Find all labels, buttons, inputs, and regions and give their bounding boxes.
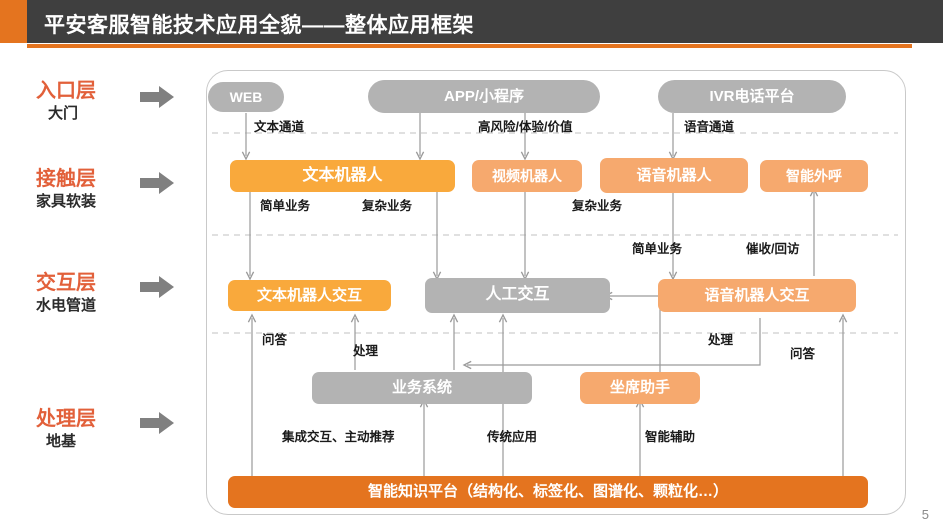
layer-entry-title: 入口层 [36, 80, 96, 102]
node-video-robot[interactable]: 视频机器人 [472, 160, 582, 192]
node-voice-robot[interactable]: 语音机器人 [600, 158, 748, 193]
layer-interaction-sub: 水电管道 [36, 297, 97, 314]
node-knowledge-platform[interactable]: 智能知识平台（结构化、标签化、图谱化、颗粒化…） [228, 476, 868, 508]
label-simple-business-1: 简单业务 [260, 199, 311, 213]
node-ivr-platform-label: IVR电话平台 [709, 87, 795, 105]
node-web[interactable]: WEB [208, 82, 284, 112]
title-bar [0, 0, 943, 43]
label-qa-right: 问答 [790, 347, 816, 361]
node-voice-robot-label: 语音机器人 [636, 166, 712, 184]
node-text-robot-interaction[interactable]: 文本机器人交互 [228, 280, 391, 311]
right-arrow-icon [140, 86, 174, 108]
node-smart-outbound[interactable]: 智能外呼 [760, 160, 868, 192]
node-knowledge-platform-label: 智能知识平台（结构化、标签化、图谱化、颗粒化…） [367, 483, 728, 501]
label-voice-channel: 语音通道 [684, 120, 735, 134]
page-title: 平安客服智能技术应用全貌——整体应用框架 [44, 14, 474, 37]
label-simple-business-2: 简单业务 [632, 242, 683, 256]
node-text-robot[interactable]: 文本机器人 [230, 160, 455, 192]
layer-entry: 入口层 大门 [36, 80, 186, 123]
layer-contact-title: 接触层 [36, 168, 96, 190]
node-ivr-platform[interactable]: IVR电话平台 [658, 80, 846, 113]
framework-panel [206, 70, 906, 515]
label-text-channel: 文本通道 [254, 120, 305, 134]
node-voice-robot-interaction-label: 语音机器人交互 [704, 286, 810, 304]
node-text-robot-interaction-label: 文本机器人交互 [256, 286, 362, 304]
right-arrow-icon [140, 412, 174, 434]
right-arrow-icon [140, 276, 174, 298]
label-qa-left: 问答 [262, 333, 288, 347]
label-traditional: 传统应用 [487, 430, 538, 444]
label-integration: 集成交互、主动推荐 [282, 430, 395, 444]
node-human-interaction-label: 人工交互 [485, 286, 550, 304]
node-agent-assistant-label: 坐席助手 [609, 379, 670, 397]
layer-interaction: 交互层 水电管道 [36, 272, 186, 315]
label-high-risk: 高风险/体验/价值 [478, 120, 573, 134]
node-business-system-label: 业务系统 [391, 379, 452, 397]
node-web-label: WEB [229, 88, 263, 105]
page-number: 5 [921, 507, 929, 522]
node-video-robot-label: 视频机器人 [492, 167, 562, 184]
label-smart-assist: 智能辅助 [645, 430, 696, 444]
layer-entry-sub: 大门 [48, 105, 79, 122]
label-handle-right: 处理 [708, 333, 734, 347]
layer-process-title: 处理层 [36, 408, 96, 430]
layer-process-sub: 地基 [46, 433, 77, 450]
node-agent-assistant[interactable]: 坐席助手 [580, 372, 700, 404]
title-underline [27, 44, 912, 48]
layer-interaction-title: 交互层 [36, 272, 96, 294]
layer-contact: 接触层 家具软装 [36, 168, 186, 211]
node-voice-robot-interaction[interactable]: 语音机器人交互 [658, 279, 856, 312]
title-accent-block [0, 0, 27, 43]
node-app-miniprogram-label: APP/小程序 [443, 87, 524, 105]
label-complex-business-2: 复杂业务 [572, 199, 623, 213]
right-arrow-icon [140, 172, 174, 194]
node-business-system[interactable]: 业务系统 [312, 372, 532, 404]
layer-process: 处理层 地基 [36, 408, 186, 451]
node-smart-outbound-label: 智能外呼 [786, 167, 842, 184]
label-collection-revisit: 催收/回访 [746, 242, 800, 256]
label-handle-left: 处理 [353, 344, 379, 358]
node-text-robot-label: 文本机器人 [302, 166, 383, 184]
label-complex-business-1: 复杂业务 [362, 199, 413, 213]
layer-contact-sub: 家具软装 [36, 193, 97, 210]
node-app-miniprogram[interactable]: APP/小程序 [368, 80, 600, 113]
node-human-interaction[interactable]: 人工交互 [425, 278, 610, 313]
